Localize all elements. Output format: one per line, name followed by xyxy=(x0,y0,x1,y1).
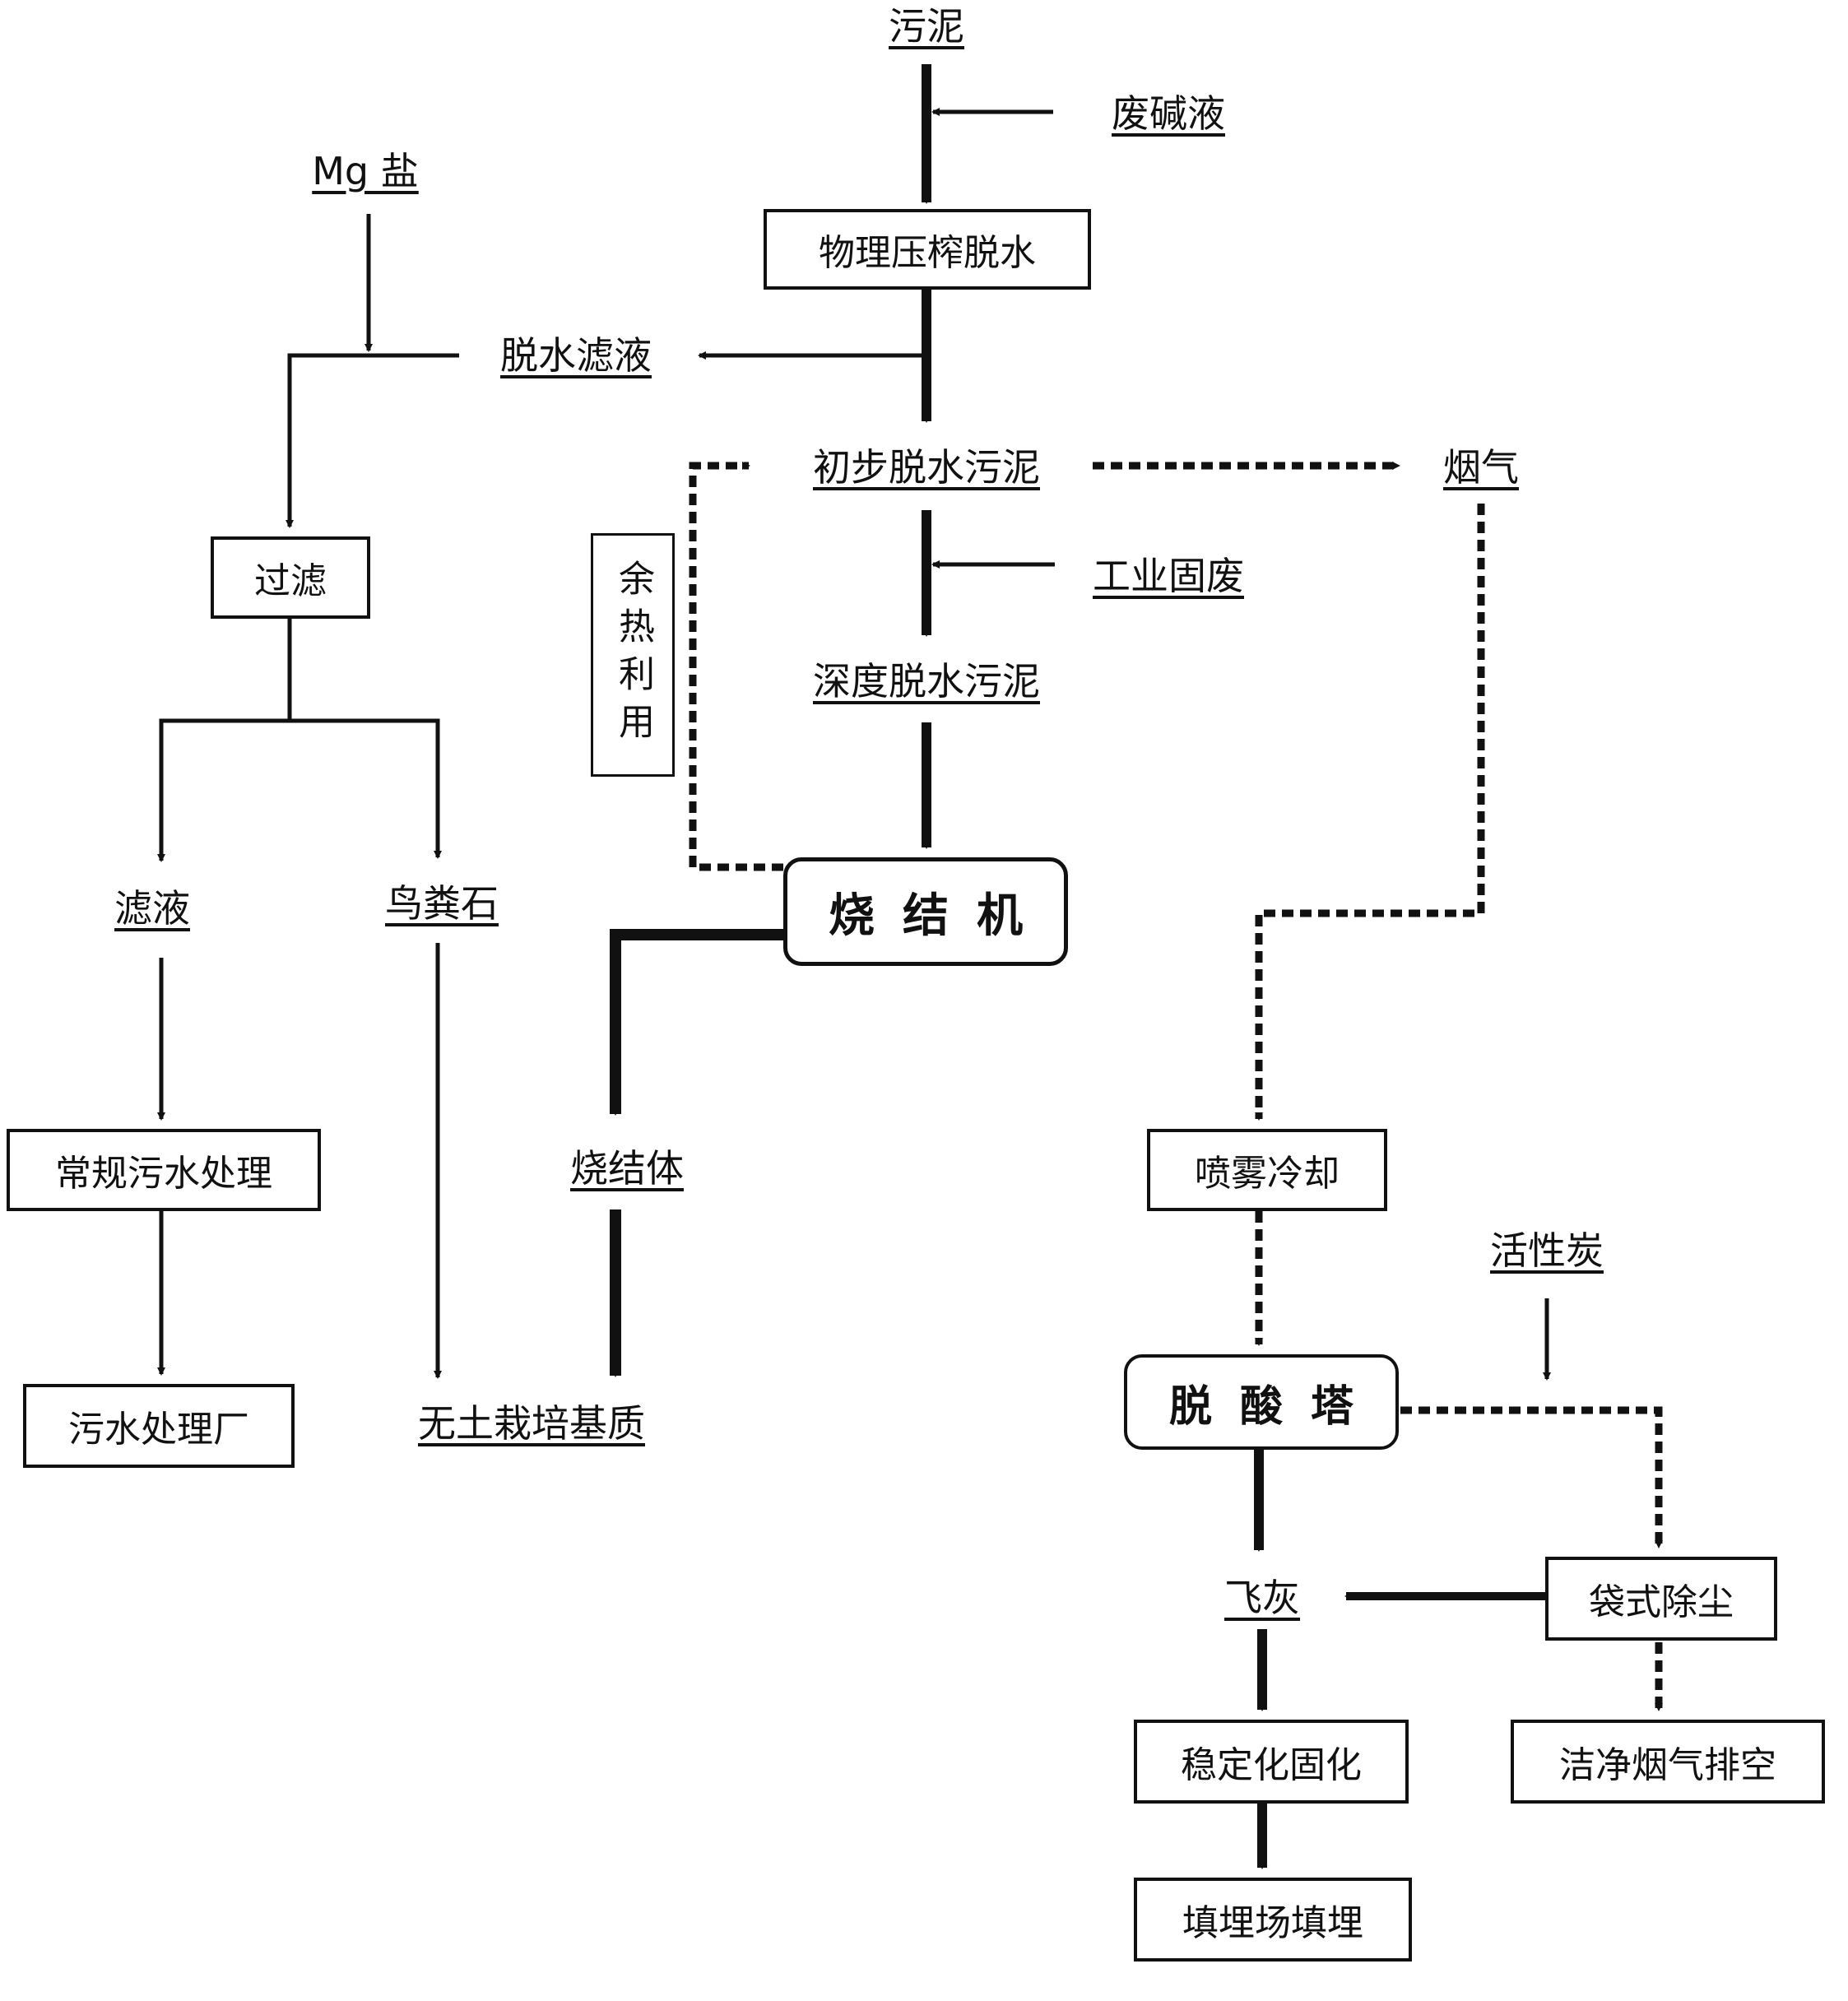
label-deep-sludge: 深度脱水污泥 xyxy=(813,659,1040,703)
box-filtration: 过滤 xyxy=(211,536,370,619)
box-wastewater-plant: 污水处理厂 xyxy=(23,1384,295,1468)
label-industrial-waste: 工业固废 xyxy=(1093,554,1244,598)
label-soilless-substrate: 无土栽培基质 xyxy=(418,1401,645,1446)
box-waste-heat: 余热利用 xyxy=(591,533,675,777)
box-deacid-tower: 脱酸塔 xyxy=(1124,1354,1399,1450)
box-stabilization: 稳定化固化 xyxy=(1134,1720,1409,1804)
dotted-deacid-to-bag xyxy=(1400,1406,1663,1548)
label-fly-ash: 飞灰 xyxy=(1224,1576,1300,1620)
label-sinter-body: 烧结体 xyxy=(570,1146,684,1191)
label-struvite: 鸟粪石 xyxy=(385,881,499,926)
box-landfill: 填埋场填埋 xyxy=(1134,1878,1412,1962)
box-physical-press: 物理压榨脱水 xyxy=(764,209,1091,290)
arrow-sinter-to-body xyxy=(610,929,783,1116)
label-sludge: 污泥 xyxy=(889,4,964,49)
arrow-to-struvite xyxy=(290,718,442,859)
box-sinter-machine: 烧结机 xyxy=(783,857,1068,966)
label-mg-salt: Mg 盐 xyxy=(312,149,419,193)
dotted-flue-to-spray xyxy=(1255,504,1485,1121)
waste-heat-text: 余热利用 xyxy=(612,559,654,750)
label-dewater-filtrate: 脱水滤液 xyxy=(500,333,652,378)
label-activated-carbon: 活性炭 xyxy=(1490,1228,1604,1273)
flow-arrows xyxy=(157,64,1663,1869)
line-filtrate-left xyxy=(286,353,459,528)
dotted-waste-heat-loop xyxy=(689,462,783,871)
box-clean-gas: 洁净烟气排空 xyxy=(1511,1720,1825,1804)
label-preliminary-sludge: 初步脱水污泥 xyxy=(813,445,1040,490)
label-flue-gas: 烟气 xyxy=(1443,445,1519,490)
box-bag-dust: 袋式除尘 xyxy=(1545,1557,1777,1641)
box-conventional-treatment: 常规污水处理 xyxy=(7,1129,321,1211)
arrow-to-filtrate xyxy=(157,718,290,862)
label-waste-alkali: 废碱液 xyxy=(1112,91,1225,136)
box-spray-cooling: 喷雾冷却 xyxy=(1147,1129,1387,1211)
label-filtrate: 滤液 xyxy=(114,886,190,931)
